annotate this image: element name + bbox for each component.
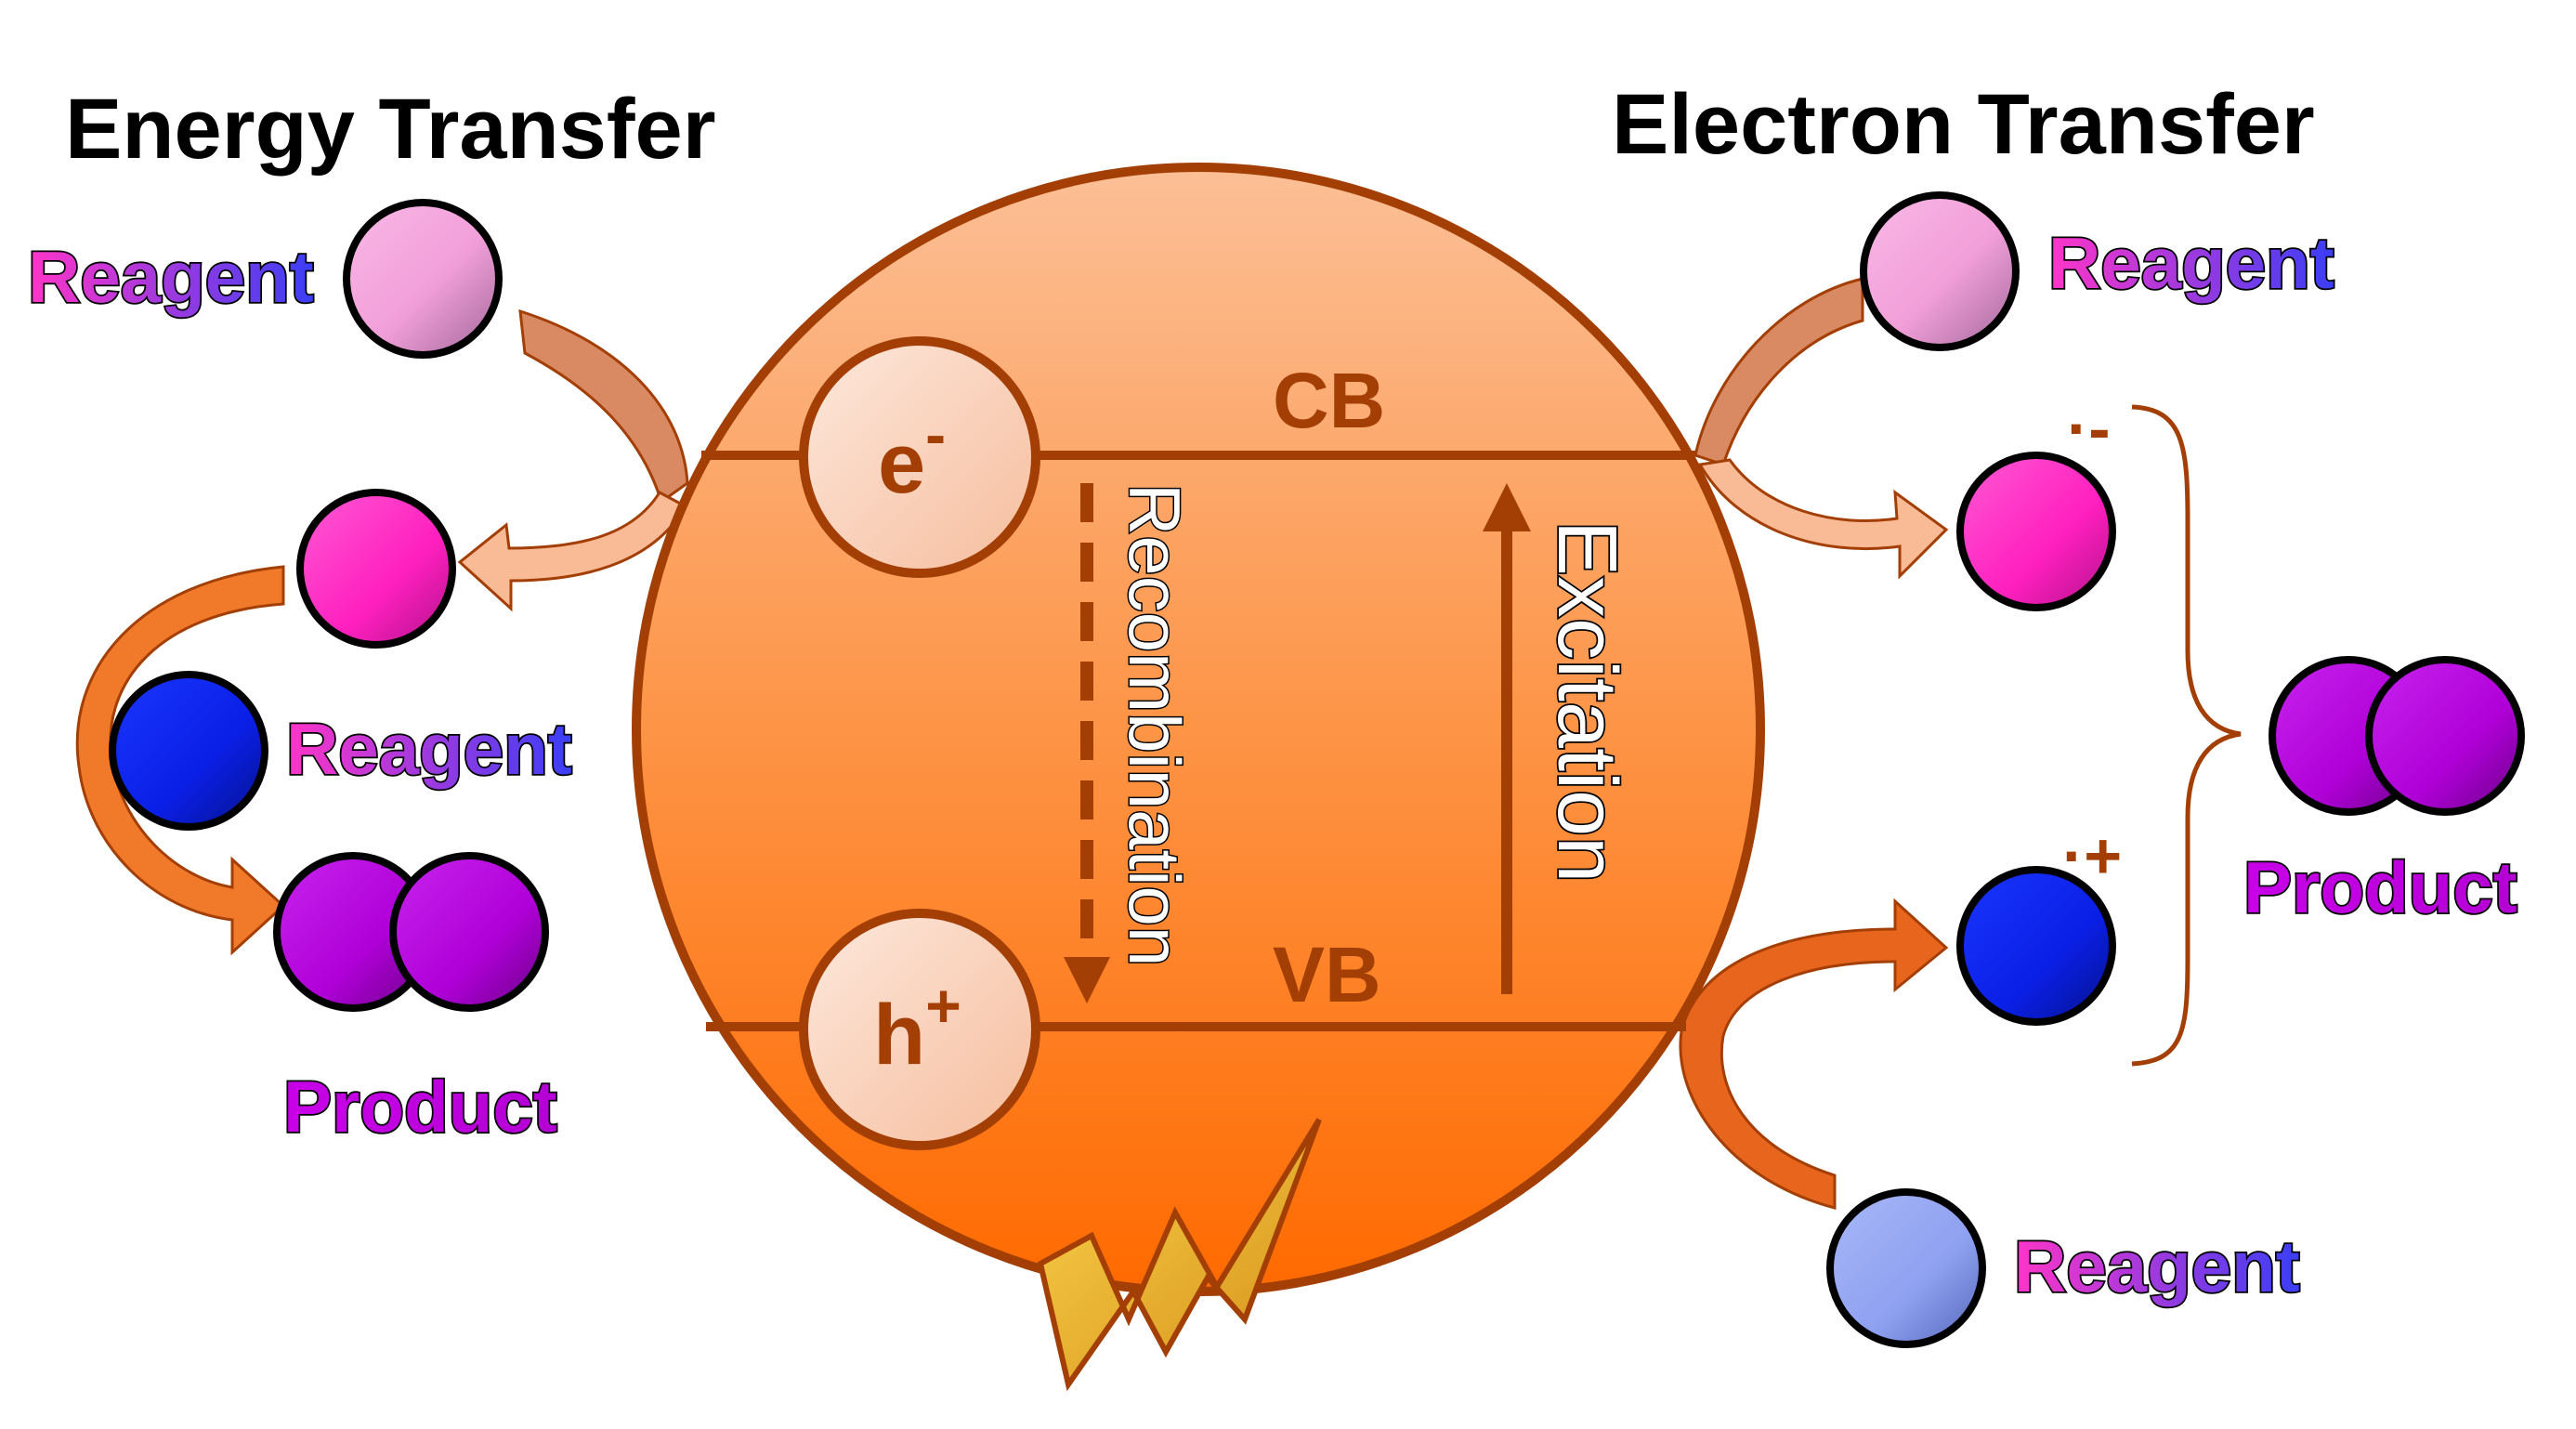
vb-label: VB [1273,931,1381,1018]
hole-charge: + [925,971,961,1040]
radical-cation-charge: ·+ [2062,819,2122,892]
hole-symbol: h [873,988,925,1082]
energy-transfer-title: Energy Transfer [65,82,716,177]
electron-reagent-bottom-label: Reagent [2014,1226,2300,1307]
electron-reagent-bottom [1826,1188,1986,1348]
energy-reagent-ground [343,199,503,359]
lightning-bolt-icon [1037,1118,1322,1392]
energy-product-molecule [273,852,549,1012]
energy-product-atom-2 [389,852,549,1012]
energy-reagent-excited [296,489,456,649]
recombination-arrowhead [1064,957,1110,1003]
electron-product-label: Product [2243,846,2517,928]
energy-reagent-mid-label: Reagent [286,708,572,790]
cb-label: CB [1273,357,1385,444]
electron-reagent-top [1860,191,2020,351]
energy-in-arrow [518,308,689,505]
radical-cation [1956,866,2116,1026]
energy-reagent-second [109,671,268,831]
electron-product-atom-2 [2365,656,2525,816]
electron-bottom-arrow [1679,898,1949,1210]
photocatalyst: CB VB e- h+ Recombination Excitation [632,163,1765,1296]
hole-circle [799,909,1040,1150]
electron-label: e- [878,400,946,511]
radical-anion [1956,452,2116,611]
electron-reagent-top-label: Reagent [2048,222,2334,304]
energy-out-arrow [457,491,688,612]
electron-charge: - [925,400,946,468]
electron-symbol: e [878,416,925,511]
energy-reagent-top-label: Reagent [28,236,314,318]
combining-brace [2131,404,2242,1067]
electron-in-arrow [1693,277,1864,466]
electron-product-molecule [2269,656,2525,816]
electron-circle [799,336,1040,578]
recombination-label: Recombination [1114,483,1196,966]
energy-product-label: Product [283,1066,557,1147]
hole-label: h+ [873,971,961,1082]
electron-out-arrow [1697,458,1949,580]
excitation-arrowhead [1483,483,1531,531]
energy-product-arrow [75,565,286,956]
excitation-label: Excitation [1540,520,1633,883]
radical-anion-charge: ·- [2067,392,2111,465]
electron-transfer-title: Electron Transfer [1612,77,2315,172]
